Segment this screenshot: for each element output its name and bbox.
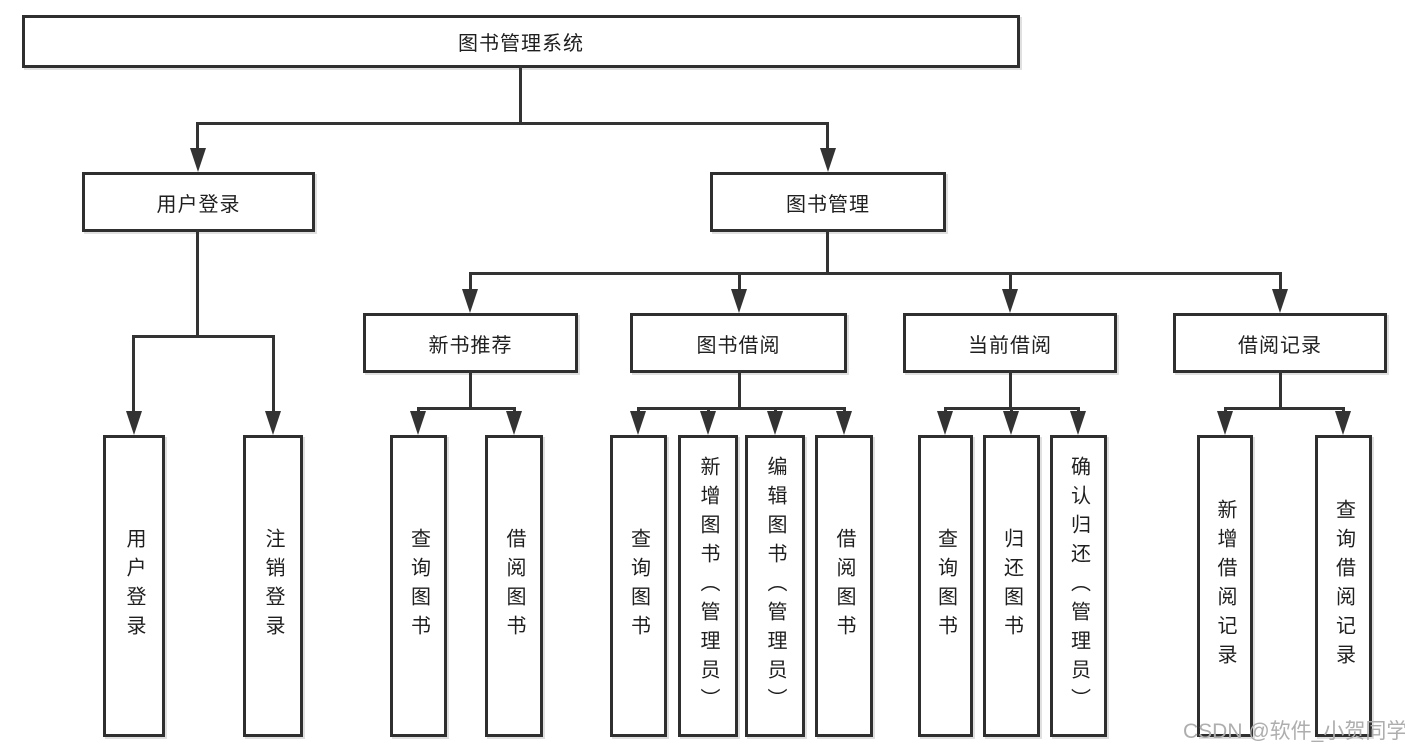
- arrow-down-icon: [126, 411, 142, 435]
- connector-root-stem: [519, 66, 522, 124]
- connector-book-borrow-stem: [738, 371, 741, 409]
- node-leaf-borrow-books: 借阅图书: [815, 435, 873, 737]
- connector-borrow-records-stem: [1279, 371, 1282, 409]
- connector-book-mgmt-rail: [469, 272, 1282, 275]
- connector-drop-book-borrow: [738, 272, 741, 292]
- connector-drop-user-login-group: [196, 122, 199, 152]
- arrow-down-icon: [1002, 289, 1018, 313]
- arrow-down-icon: [1217, 411, 1233, 435]
- connector-book-mgmt-stem: [826, 230, 829, 274]
- node-leaf-newrec-borrow-books-label: 借阅图书: [503, 528, 525, 644]
- node-leaf-confirm-return-admin: 确认归还（管理员）: [1050, 435, 1107, 737]
- node-root-label: 图书管理系统: [458, 33, 584, 55]
- node-new-book-rec-label: 新书推荐: [428, 334, 513, 357]
- node-book-borrow: 图书借阅: [630, 313, 847, 373]
- node-new-book-rec: 新书推荐: [363, 313, 578, 373]
- arrow-down-icon: [1003, 411, 1019, 435]
- node-leaf-edit-books-admin-label: 编辑图书（管理员）: [764, 455, 786, 717]
- node-leaf-borrow-query-books: 查询图书: [610, 435, 667, 737]
- arrow-down-icon: [820, 148, 836, 172]
- connector-user-login-stem: [196, 230, 199, 337]
- node-leaf-add-borrow-record-label: 新增借阅记录: [1214, 499, 1236, 673]
- node-leaf-newrec-borrow-books: 借阅图书: [485, 435, 543, 737]
- node-borrow-records: 借阅记录: [1173, 313, 1387, 373]
- arrow-down-icon: [767, 411, 783, 435]
- connector-drop-current-borrow: [1009, 272, 1012, 292]
- node-book-borrow-label: 图书借阅: [696, 334, 781, 357]
- arrow-down-icon: [190, 148, 206, 172]
- node-user-login-group: 用户登录: [82, 172, 315, 232]
- node-leaf-add-books-admin: 新增图书（管理员）: [678, 435, 738, 737]
- arrow-down-icon: [731, 289, 747, 313]
- node-leaf-borrow-books-label: 借阅图书: [833, 528, 855, 644]
- node-borrow-records-label: 借阅记录: [1238, 334, 1322, 357]
- connector-new-book-rec-rail: [417, 407, 516, 410]
- node-current-borrow-label: 当前借阅: [968, 334, 1052, 357]
- node-leaf-query-borrow-record-label: 查询借阅记录: [1332, 499, 1355, 673]
- arrow-down-icon: [630, 411, 646, 435]
- csdn-watermark: CSDN @软件_小贺同学: [1183, 720, 1405, 743]
- node-root: 图书管理系统: [22, 15, 1020, 68]
- connector-drop-borrow-records: [1279, 272, 1282, 292]
- connector-current-borrow-stem: [1009, 371, 1012, 409]
- connector-root-rail: [196, 122, 829, 125]
- node-leaf-logout: 注销登录: [243, 435, 303, 737]
- node-current-borrow: 当前借阅: [903, 313, 1117, 373]
- connector-book-borrow-rail: [637, 407, 846, 410]
- connector-borrow-records-rail: [1224, 407, 1345, 410]
- connector-user-login-rail: [132, 335, 275, 338]
- node-leaf-newrec-query-books-label: 查询图书: [407, 528, 430, 644]
- node-leaf-edit-books-admin: 编辑图书（管理员）: [745, 435, 805, 737]
- node-leaf-return-books: 归还图书: [983, 435, 1040, 737]
- arrow-down-icon: [836, 411, 852, 435]
- arrow-down-icon: [462, 289, 478, 313]
- connector-drop-new-book-rec: [469, 272, 472, 292]
- arrow-down-icon: [1272, 289, 1288, 313]
- node-leaf-add-books-admin-label: 新增图书（管理员）: [697, 455, 719, 717]
- arrow-down-icon: [410, 411, 426, 435]
- node-leaf-query-borrow-record: 查询借阅记录: [1315, 435, 1372, 737]
- node-leaf-user-login-label: 用户登录: [123, 528, 145, 644]
- node-user-login-group-label: 用户登录: [156, 193, 241, 216]
- node-leaf-current-query-books-label: 查询图书: [934, 528, 957, 644]
- connector-new-book-rec-stem: [469, 371, 472, 409]
- node-book-mgmt: 图书管理: [710, 172, 946, 232]
- arrow-down-icon: [700, 411, 716, 435]
- node-leaf-borrow-query-books-label: 查询图书: [627, 528, 650, 644]
- arrow-down-icon: [1070, 411, 1086, 435]
- node-leaf-confirm-return-admin-label: 确认归还（管理员）: [1067, 455, 1090, 717]
- arrow-down-icon: [1335, 411, 1351, 435]
- node-book-mgmt-label: 图书管理: [786, 193, 870, 216]
- arrow-down-icon: [506, 411, 522, 435]
- connector-drop-logout: [272, 335, 275, 413]
- node-leaf-current-query-books: 查询图书: [918, 435, 973, 737]
- node-leaf-add-borrow-record: 新增借阅记录: [1197, 435, 1253, 737]
- connector-drop-book-mgmt: [826, 122, 829, 152]
- arrow-down-icon: [937, 411, 953, 435]
- node-leaf-return-books-label: 归还图书: [1000, 528, 1023, 644]
- connector-drop-user-login: [132, 335, 135, 413]
- arrow-down-icon: [265, 411, 281, 435]
- node-leaf-user-login: 用户登录: [103, 435, 165, 737]
- node-leaf-logout-label: 注销登录: [262, 528, 284, 644]
- node-leaf-newrec-query-books: 查询图书: [390, 435, 447, 737]
